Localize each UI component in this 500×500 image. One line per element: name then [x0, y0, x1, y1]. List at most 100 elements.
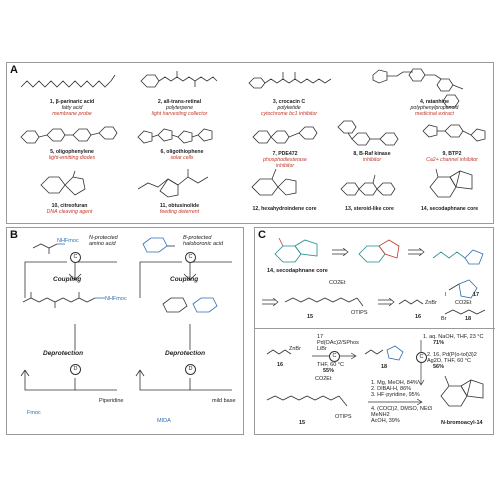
- compound-15-forward-number: 15: [299, 420, 306, 426]
- compound-7-use1: phosphodiesterase: [263, 157, 307, 164]
- cond3-yield: 56%: [433, 364, 445, 370]
- compound-label-3: 3, crocacin C polyketide cytochrome bc1 …: [239, 99, 339, 118]
- compound-label-6: 6, oligothiophene solar cells: [137, 149, 227, 161]
- cond5-line2: MeNH2: [371, 412, 390, 418]
- piperidine-reagent: Piperidine: [99, 398, 124, 404]
- panel-c: C 14, secodaphnane core CO2Et OTIPS 15 Z…: [254, 227, 495, 435]
- znbr-label-forward: ZnBr: [289, 346, 301, 352]
- cond3-line2: Ag2O, THF, 60 °C: [427, 358, 471, 364]
- cond2-yield: 71%: [433, 340, 445, 346]
- forward-arrow-3: [368, 398, 423, 406]
- compound-11-use: feeding deterrent: [159, 209, 200, 216]
- compound-7-name: 7, PDE472: [272, 151, 298, 157]
- compound-8-use: inhibitor: [362, 157, 382, 164]
- compound-4-name: 4, ratanhine: [419, 99, 450, 105]
- peptide-chain-left: [22, 292, 105, 308]
- molecule-9-btp2: [422, 124, 486, 142]
- fmoc-byproduct: Fmoc: [27, 410, 41, 416]
- cond2-line1: 1. aq. NaOH, THF, 23 °C: [423, 334, 484, 340]
- co2et-label-15: CO2Et: [329, 280, 346, 286]
- iodo-label: I: [445, 292, 447, 298]
- compound-13-name: 13, steroid-like core: [345, 206, 394, 212]
- coupling-label-left: Coupling: [53, 276, 82, 283]
- compound-3-class: polyketide: [277, 105, 301, 112]
- compound-7-use2: inhibitor: [275, 163, 295, 170]
- compound-17-number: 17: [473, 292, 480, 298]
- molecule-13-steroid-core: [340, 174, 396, 196]
- molecule-5-oligophenylene: [20, 126, 118, 144]
- cond5-line3: AcOH, 39%: [371, 418, 400, 424]
- cond4-line3: 3. HF·pyridine, 95%: [371, 392, 420, 398]
- compound-label-4: 4, ratanhine polyphenylpropanoid medicin…: [387, 99, 482, 118]
- molecule-10-citreofuran: [40, 170, 86, 196]
- product-label: N-bromoacyl-14: [441, 420, 483, 426]
- compound-16-number: 16: [415, 314, 422, 320]
- compound-6-use: solar cells: [170, 155, 194, 162]
- retro-arrow-2: [408, 248, 425, 256]
- nhfmoc-label-mid: NHFmoc: [105, 296, 127, 302]
- panel-b: B NHFmoc N-protected amino acid B-protec…: [6, 227, 244, 435]
- compound-label-11: 11, obtusinolide feeding deterrent: [132, 203, 227, 215]
- polyene-chain-right: [162, 297, 218, 313]
- reactant-16: [266, 349, 292, 355]
- mild-base-reagent: mild base: [212, 398, 236, 404]
- compound-11-name: 11, obtusinolide: [159, 203, 200, 209]
- retro-arrow-1: [332, 248, 349, 256]
- compound-5-use: light-emitting diodes: [48, 155, 96, 162]
- cond1-line4: THF, 60 °C: [317, 362, 344, 368]
- coupling-label-right: Coupling: [170, 276, 199, 283]
- molecule-7-pde472: [252, 126, 318, 144]
- compound-15-forward: [266, 395, 348, 407]
- panel-a: A 1, β-parinaric acid fatty acid membran…: [6, 62, 494, 224]
- deprotection-arrow-right: [135, 324, 232, 391]
- compound-label-5: 5, oligophenylene light-emitting diodes: [27, 149, 117, 161]
- c-circle-forward-1: C: [329, 351, 340, 362]
- molecule-11-obtusinolide: [137, 169, 209, 198]
- compound-label-10: 10, citreofuran DNA cleaving agent: [27, 203, 112, 215]
- fragment-18: [444, 309, 486, 315]
- deprotection-label-left: Deprotection: [43, 350, 84, 357]
- compound-2-name: 2, all-trans-retinal: [157, 99, 202, 105]
- compound-14-name: 14, secodaphnane core: [420, 206, 479, 212]
- otips-label-15: OTIPS: [351, 310, 368, 316]
- panel-a-label: A: [10, 64, 18, 76]
- panel-c-divider: [255, 328, 495, 329]
- retro-arrow-3: [262, 298, 279, 306]
- molecule-1-parinaric-acid: [20, 74, 116, 88]
- compound-18-number: 18: [465, 316, 472, 322]
- intermediate-19-number: 18: [381, 364, 388, 370]
- compound-label-2: 2, all-trans-retinal polyterpene light h…: [132, 99, 227, 118]
- compound-10-use: DNA cleaving agent: [46, 209, 93, 216]
- compound-4-use: medicinal extract: [415, 111, 454, 118]
- co2et-label-forward: CO2Et: [315, 376, 332, 382]
- compound-4-class: polyphenylpropanoid: [410, 105, 459, 112]
- compound-2-class: polyterpene: [165, 105, 194, 112]
- cond3-line1: 2. 16, Pd(P(o-tol)3)2: [427, 352, 477, 358]
- compound-label-13: 13, steroid-like core: [327, 206, 412, 212]
- compound-1-use: membrane probe: [52, 111, 92, 118]
- retro-intermediate-2: [432, 249, 484, 265]
- fragment-17: [448, 279, 478, 299]
- panel-c-label: C: [258, 229, 266, 241]
- compound-15-number: 15: [307, 314, 314, 320]
- cond4-line1: 1. Mg, MeOH, 84%: [371, 380, 418, 386]
- amino-acid-monomer: [32, 243, 65, 254]
- cond5-line1: 4. (COCl)2, DMSO, NEt3: [371, 406, 433, 412]
- haloboronic-caption: B-protected haloboronic acid: [183, 235, 224, 247]
- secodaphnane-core-colored: [274, 237, 318, 263]
- amino-acid-caption: N-protected amino acid: [89, 235, 118, 247]
- molecule-8-braf-inhibitor: [337, 120, 399, 146]
- compound-label-12: 12, hexahydroindene core: [237, 206, 332, 212]
- compound-2-use: light harvesting collector: [151, 111, 208, 118]
- cond1-line3: LiBr: [317, 346, 327, 352]
- intermediate-19: [364, 345, 404, 361]
- znbr-label: ZnBr: [425, 300, 437, 306]
- deprotection-d-circle-left: D: [70, 364, 81, 375]
- cond1-line2: Pd(OAc)2/SPhos: [317, 340, 359, 346]
- molecule-3-crocacin: [248, 72, 332, 89]
- fragment-16: [398, 299, 424, 305]
- fragment-15: [284, 297, 364, 307]
- molecule-12-hexahydroindene: [251, 168, 297, 196]
- compound-label-1: 1, β-parinaric acid fatty acid membrane …: [27, 99, 117, 118]
- compound-8-name: 8, B-Raf kinase: [353, 151, 391, 157]
